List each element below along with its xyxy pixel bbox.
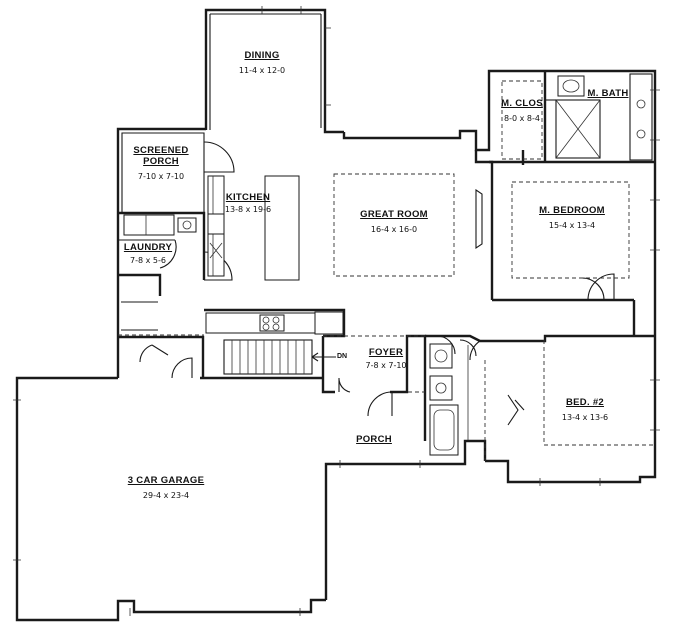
screened-porch-dims: 7-10 x 7-10 (137, 171, 185, 181)
ceiling-outlines (118, 80, 655, 461)
room-label-great-room: GREAT ROOM 16-4 x 16-0 (360, 209, 428, 234)
room-label-bedroom-2: BED. #2 13-4 x 13-6 (561, 397, 609, 422)
stairs (223, 339, 336, 375)
master-closet-name: M. CLOS (501, 98, 543, 109)
fireplace (475, 188, 483, 250)
room-label-screened-porch: SCREENED PORCH 7-10 x 7-10 (133, 145, 189, 181)
room-label-master-closet: M. CLOS 8-0 x 8-4 (501, 98, 543, 123)
master-bedroom-name: M. BEDROOM (539, 205, 605, 216)
laundry-fixtures (123, 214, 197, 236)
laundry-name: LAUNDRY (123, 242, 173, 253)
hall-bath-fixtures (429, 343, 469, 456)
laundry-dims: 7-8 x 5-6 (130, 255, 166, 265)
garage-dims: 29-4 x 23-4 (142, 490, 190, 500)
room-label-porch: PORCH (356, 434, 392, 446)
great-room-dims: 16-4 x 16-0 (370, 224, 418, 234)
kitchen-name: KITCHEN (225, 192, 271, 203)
stair-down-note: DN (337, 353, 348, 360)
interior-walls (118, 71, 655, 441)
garage-name: 3 CAR GARAGE (127, 475, 205, 486)
bedroom-2-dims: 13-4 x 13-6 (561, 412, 609, 422)
screened-porch-name-line2: PORCH (143, 155, 179, 167)
master-closet-dims: 8-0 x 8-4 (504, 113, 540, 123)
bedroom-2-name: BED. #2 (565, 397, 605, 408)
screened-porch-name-line1: SCREENED (133, 145, 189, 156)
foyer-name: FOYER (368, 347, 404, 358)
master-bath-fixtures (555, 73, 653, 161)
room-label-kitchen: KITCHEN 13-8 x 19-6 (224, 192, 272, 214)
room-label-dining: DINING 11-4 x 12-0 (238, 50, 286, 75)
foyer-dims: 7-8 x 7-10 (365, 360, 407, 370)
dining-name: DINING (244, 50, 280, 61)
master-bedroom-dims: 15-4 x 13-4 (548, 220, 596, 230)
room-label-laundry: LAUNDRY 7-8 x 5-6 (123, 242, 173, 265)
kitchen-dims: 13-8 x 19-6 (224, 204, 272, 214)
master-bath-name: M. BATH (587, 88, 629, 99)
door-swings (139, 99, 615, 426)
porch-name: PORCH (356, 434, 392, 445)
great-room-name: GREAT ROOM (360, 209, 428, 220)
room-label-foyer: FOYER 7-8 x 7-10 (365, 347, 407, 370)
kitchen-fixtures (205, 175, 344, 335)
dining-dims: 11-4 x 12-0 (238, 65, 286, 75)
window-marks (13, 89, 660, 616)
room-label-master-bedroom: M. BEDROOM 15-4 x 13-4 (539, 205, 605, 230)
room-label-master-bath: M. BATH (587, 88, 629, 100)
room-label-garage: 3 CAR GARAGE 29-4 x 23-4 (127, 475, 205, 500)
dining-walls (204, 6, 344, 134)
